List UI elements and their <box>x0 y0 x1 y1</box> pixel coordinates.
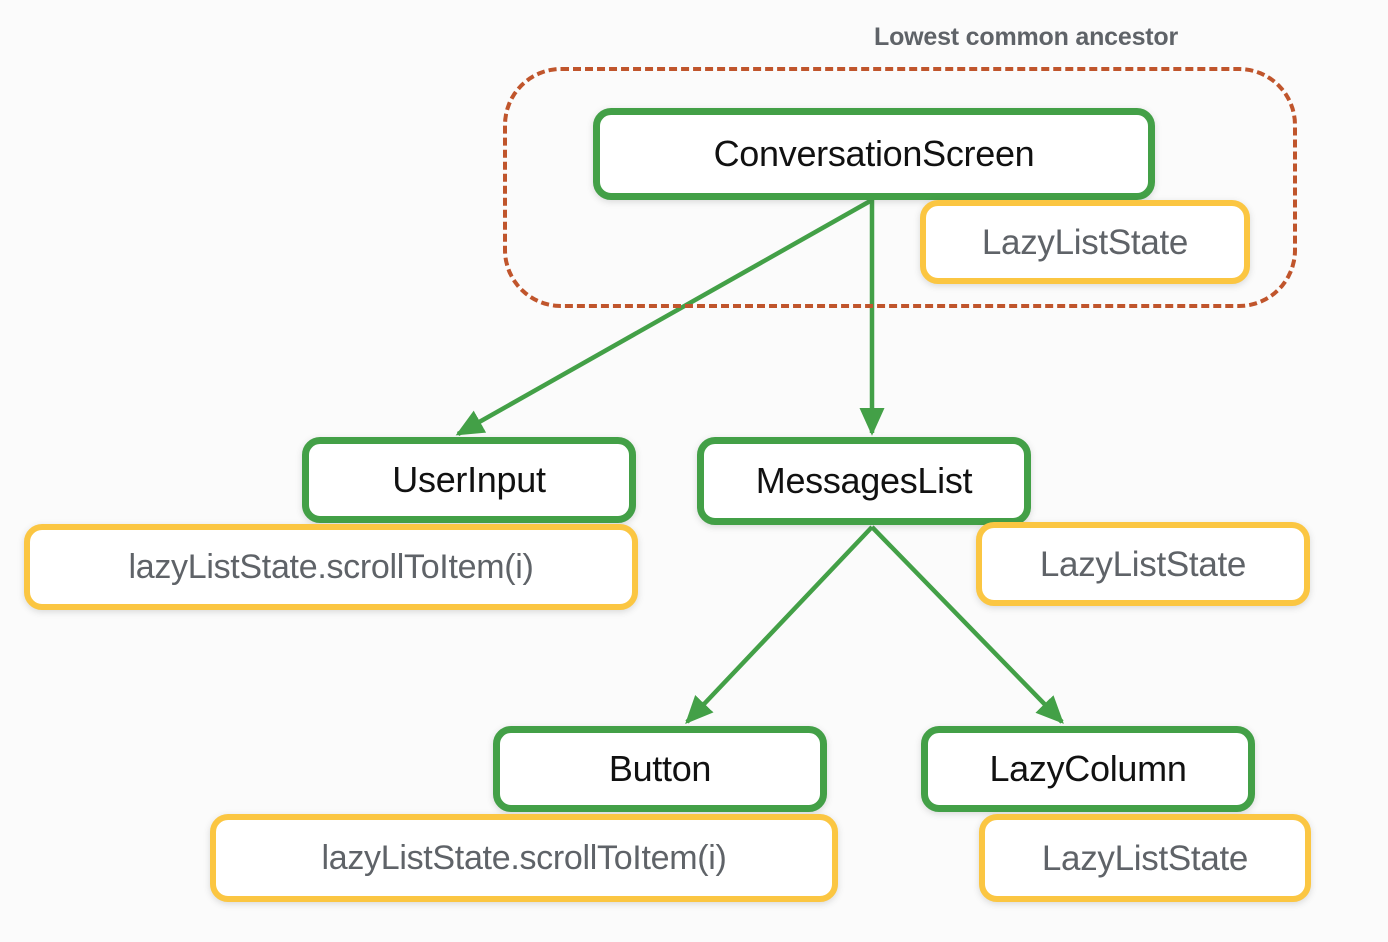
node-lazycolumn-label: LazyColumn <box>989 748 1187 789</box>
state-chip-button[interactable]: lazyListState.scrollToItem(i) <box>210 814 838 902</box>
lowest-common-ancestor-region <box>503 67 1297 308</box>
state-chip-button-label: lazyListState.scrollToItem(i) <box>321 839 727 877</box>
node-messageslist-label: MessagesList <box>755 460 973 501</box>
state-chip-messageslist[interactable]: LazyListState <box>976 522 1310 606</box>
node-conversationscreen-label: ConversationScreen <box>713 133 1035 174</box>
state-chip-conversationscreen-label: LazyListState <box>981 222 1189 262</box>
state-chip-messageslist-label: LazyListState <box>1039 544 1247 584</box>
node-conversationscreen[interactable]: ConversationScreen <box>593 108 1155 200</box>
lowest-common-ancestor-label: Lowest common ancestor <box>874 23 1178 51</box>
state-chip-userinput-label: lazyListState.scrollToItem(i) <box>128 548 534 586</box>
edge-messageslist-to-button <box>685 525 874 724</box>
node-userinput-label: UserInput <box>392 459 546 500</box>
node-userinput[interactable]: UserInput <box>302 437 636 523</box>
state-chip-lazycolumn[interactable]: LazyListState <box>979 814 1311 902</box>
node-button[interactable]: Button <box>493 726 827 812</box>
node-button-label: Button <box>608 748 712 789</box>
node-messageslist[interactable]: MessagesList <box>697 437 1031 525</box>
node-lazycolumn[interactable]: LazyColumn <box>921 726 1255 812</box>
state-chip-userinput[interactable]: lazyListState.scrollToItem(i) <box>24 524 638 610</box>
state-chip-lazycolumn-label: LazyListState <box>1041 838 1249 878</box>
state-chip-conversationscreen[interactable]: LazyListState <box>920 200 1250 284</box>
